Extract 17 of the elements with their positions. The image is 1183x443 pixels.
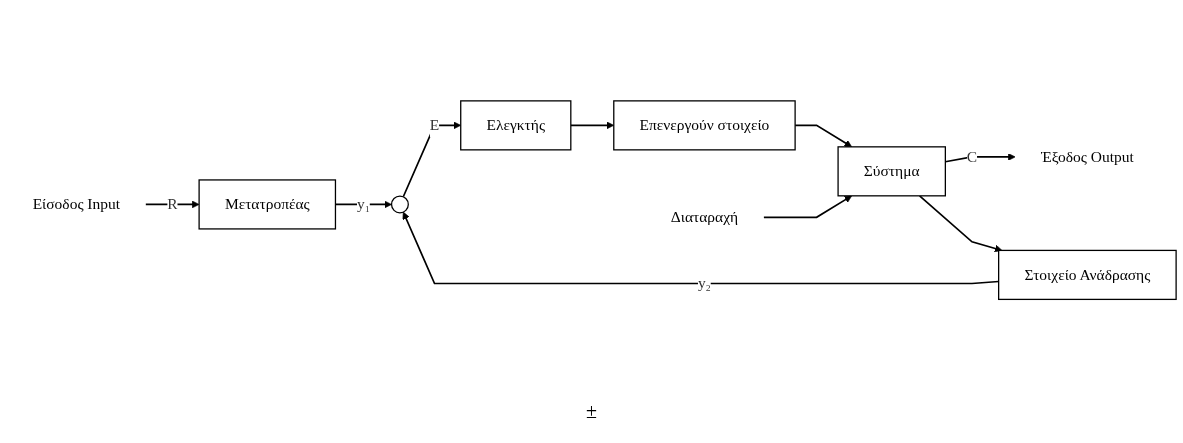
edge-label: E (429, 116, 440, 134)
node-circle (390, 195, 409, 214)
node-box: Ελεγκτής (460, 100, 572, 151)
node-box: Σύστημα (837, 146, 946, 197)
node-text: Διαταραχή (670, 208, 739, 226)
edge-label: R (167, 195, 178, 213)
edge-label: y₂ (697, 274, 712, 292)
node-text: Είσοδος Input (32, 195, 121, 213)
arrow (763, 195, 853, 219)
node-box: Μετατροπέας (198, 179, 337, 230)
edge-label: y₁ (356, 195, 371, 213)
node-box: Στοιχείο Ανάδρασης (998, 249, 1177, 300)
arrow (918, 194, 1003, 252)
node-box: Επενεργούν στοιχείο (613, 100, 796, 151)
edge-label: C (966, 147, 978, 165)
node-text: Έξοδος Output (1040, 147, 1134, 165)
sign-label: ± (586, 400, 597, 422)
